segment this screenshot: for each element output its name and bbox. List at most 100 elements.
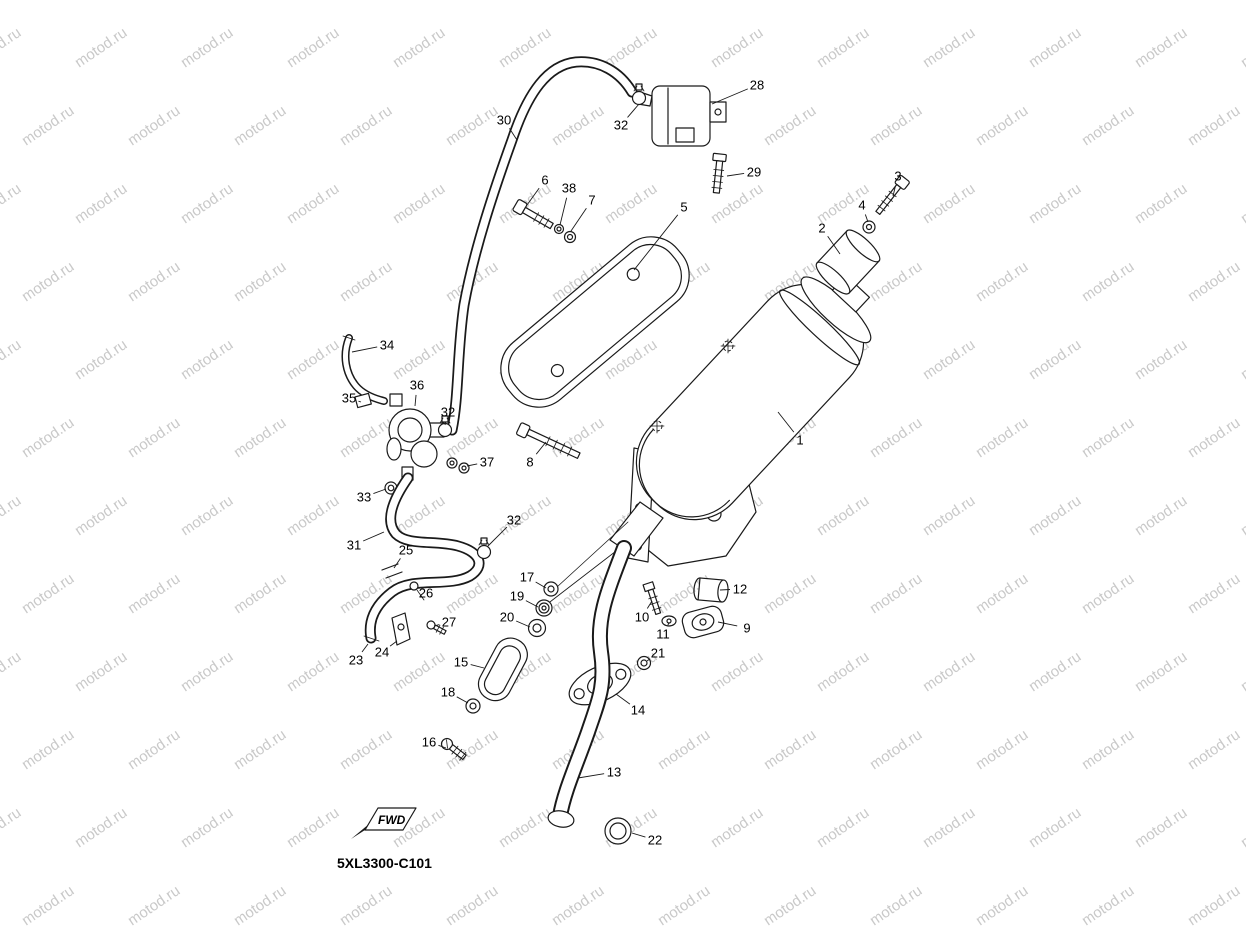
watermark-text: motod.ru: [867, 414, 926, 461]
callout-leader-line: [535, 441, 547, 455]
watermark-text: motod.ru: [549, 102, 608, 149]
callout-leader-line: [646, 658, 651, 662]
watermark-text: motod.ru: [1026, 24, 1085, 71]
watermark-text: motod.ru: [655, 726, 714, 773]
watermark-text: motod.ru: [1079, 570, 1138, 617]
watermark-text: motod.ru: [1238, 180, 1246, 227]
callout-leader-line: [438, 744, 447, 749]
muffler-mount-damper-2: [815, 229, 881, 295]
callout-leader-line: [864, 214, 869, 223]
watermark-text: motod.ru: [72, 180, 131, 227]
watermark-text: motod.ru: [1238, 804, 1246, 851]
watermark-text: motod.ru: [496, 24, 555, 71]
pipe-open-end: [547, 810, 575, 828]
gasket-22: [604, 817, 632, 845]
valve-flange: [386, 437, 402, 461]
watermark-text: motod.ru: [390, 24, 449, 71]
callout-label-13: 13: [607, 765, 621, 780]
assembly-line: [545, 547, 621, 606]
watermark-text: motod.ru: [443, 102, 502, 149]
watermark-text: motod.ru: [284, 492, 343, 539]
watermark-text: motod.ru: [1132, 492, 1191, 539]
pipe-protector-15: [440, 637, 528, 761]
watermark-text: motod.ru: [655, 882, 714, 929]
watermark-text: motod.ru: [973, 570, 1032, 617]
watermark-text: motod.ru: [125, 258, 184, 305]
damper-9: [681, 605, 725, 639]
callout-leader-line: [509, 128, 518, 141]
callout-label-26: 26: [419, 586, 433, 601]
watermark-text: motod.ru: [72, 804, 131, 851]
callout-label-33: 33: [357, 490, 371, 505]
watermark-text: motod.ru: [496, 492, 555, 539]
callout-label-28: 28: [750, 78, 764, 93]
callout-leader-line: [362, 531, 385, 542]
watermark-text: motod.ru: [0, 24, 24, 71]
watermark-text: motod.ru: [19, 882, 78, 929]
callout-label-7: 7: [588, 193, 595, 208]
callout-label-18: 18: [441, 685, 455, 700]
callout-label-20: 20: [500, 610, 514, 625]
assembly-line: [556, 521, 629, 588]
callout-leader-line: [711, 88, 748, 105]
callout-label-38: 38: [562, 181, 576, 196]
callout-layer: 1234567891011121314151617181920212223242…: [342, 78, 902, 848]
fitting-35: [354, 392, 372, 409]
diagram-artwork: FWD 5XL3300-C101: [337, 56, 910, 871]
callout-label-2: 2: [818, 221, 825, 236]
callout-label-31: 31: [347, 538, 361, 553]
watermark-text: motod.ru: [761, 102, 820, 149]
callout-leader-line: [444, 421, 447, 426]
callout-label-16: 16: [422, 735, 436, 750]
callout-leader-line: [719, 589, 731, 591]
bolt-3: [875, 174, 910, 215]
callout-leader-line: [646, 600, 653, 609]
watermark-text: motod.ru: [867, 882, 926, 929]
bolt-29: [711, 152, 727, 194]
callout-label-15: 15: [454, 655, 468, 670]
watermark-text: motod.ru: [867, 726, 926, 773]
air-hose-31: [363, 472, 492, 646]
watermark-text: motod.ru: [72, 24, 131, 71]
watermark-text: motod.ru: [284, 648, 343, 695]
screw-16: [440, 737, 467, 761]
watermark-text: motod.ru: [0, 180, 24, 227]
watermark-text: motod.ru: [867, 570, 926, 617]
callout-label-19: 19: [510, 589, 524, 604]
watermark-text: motod.ru: [1079, 258, 1138, 305]
callout-label-1: 1: [796, 433, 803, 448]
watermark-text: motod.ru: [19, 726, 78, 773]
watermark-text: motod.ru: [814, 24, 873, 71]
ring-17: [543, 581, 559, 597]
watermark-text: motod.ru: [178, 804, 237, 851]
callout-label-24: 24: [375, 645, 389, 660]
watermark-text: motod.ru: [19, 102, 78, 149]
callout-leader-line: [577, 773, 605, 779]
watermark-text: motod.ru: [284, 804, 343, 851]
watermark-text: motod.ru: [231, 258, 290, 305]
fwd-marker: FWD: [351, 807, 417, 839]
hose-joint-25: [381, 563, 403, 579]
callout-leader-line: [559, 197, 568, 226]
callout-leader-line: [515, 620, 531, 628]
callout-leader-line: [414, 394, 417, 407]
callout-leader-line: [631, 832, 646, 838]
watermark-text: motod.ru: [973, 258, 1032, 305]
callout-leader-line: [389, 640, 398, 647]
washer-37: [458, 462, 470, 474]
watermark-text: motod.ru: [761, 882, 820, 929]
watermark-text: motod.ru: [178, 24, 237, 71]
collar-12: [693, 577, 729, 603]
callout-label-4: 4: [858, 198, 865, 213]
fwd-label: FWD: [378, 813, 406, 827]
watermark-text: motod.ru: [1132, 804, 1191, 851]
watermark-text: motod.ru: [1079, 882, 1138, 929]
hose-clamp-32: [476, 537, 492, 560]
callout-label-14: 14: [631, 703, 645, 718]
hidden-hole-marker: [649, 418, 665, 434]
watermark-text: motod.ru: [1079, 414, 1138, 461]
watermark-text: motod.ru: [72, 648, 131, 695]
watermark-text: motod.ru: [814, 804, 873, 851]
screw-27: [426, 620, 447, 635]
